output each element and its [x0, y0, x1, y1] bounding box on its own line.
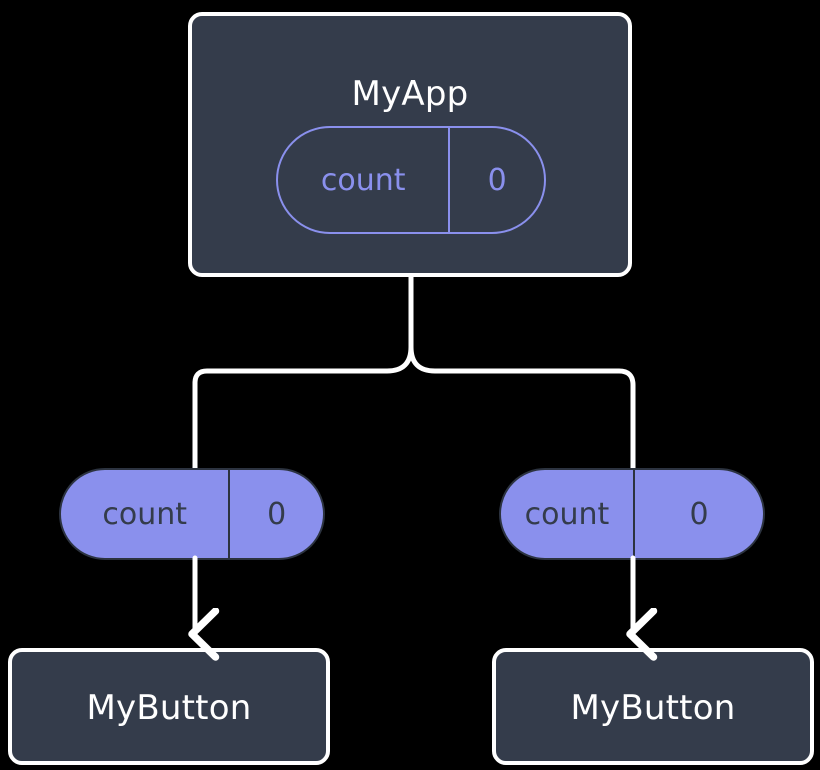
component-label-mybutton-left: MyButton [86, 688, 252, 728]
state-pill-left[interactable]: count 0 [59, 468, 325, 560]
wire-branch-left [192, 344, 414, 473]
state-pill-left-value: 0 [267, 496, 287, 532]
state-pill-root[interactable]: count 0 [276, 126, 546, 234]
state-pill-right[interactable]: count 0 [499, 468, 765, 560]
component-label-myapp: MyApp [351, 74, 469, 114]
state-pill-right-value: 0 [689, 496, 709, 532]
state-pill-left-key: count [61, 470, 231, 558]
state-pill-root-key: count [278, 128, 451, 232]
component-label-mybutton-right: MyButton [570, 688, 736, 728]
state-pill-root-value: 0 [487, 162, 507, 198]
wire-branch-right [408, 344, 636, 473]
component-node-mybutton-right[interactable]: MyButton [492, 648, 814, 765]
component-node-mybutton-left[interactable]: MyButton [8, 648, 330, 765]
state-pill-right-key: count [501, 470, 635, 558]
